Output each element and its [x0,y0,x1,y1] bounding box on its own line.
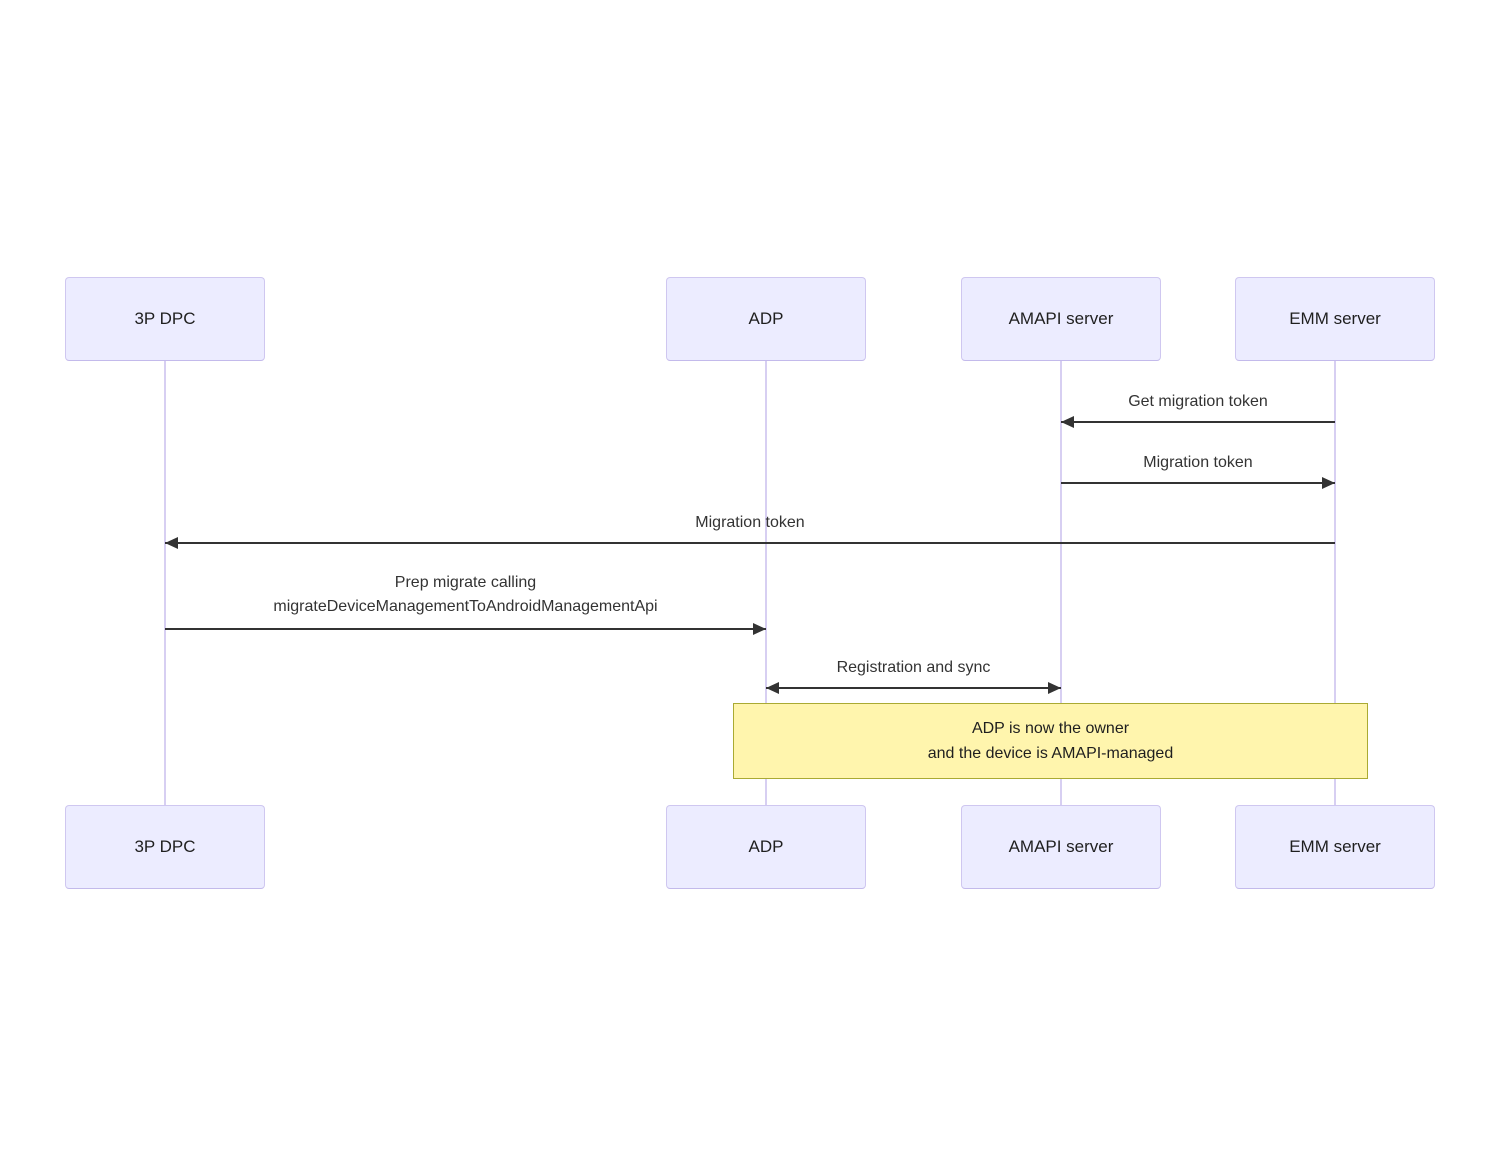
arrowhead-right-icon [753,623,766,635]
message-prep-migrate-label-line1: Prep migrate calling [394,574,537,591]
actor-label: AMAPI server [1008,837,1114,856]
actor-adp-bottom: ADP [666,805,866,889]
actor-emm-server-bottom: EMM server [1235,805,1435,889]
actor-adp-top: ADP [666,277,866,361]
arrowhead-left-icon [1061,416,1074,428]
lifeline-emm-server [1334,360,1336,806]
actor-label: 3P DPC [134,837,196,856]
arrowhead-right-icon [1322,477,1335,489]
actor-3p-dpc-bottom: 3P DPC [65,805,265,889]
actor-label: ADP [748,837,784,856]
message-get-migration-token-label: Get migration token [1128,393,1268,410]
actor-amapi-server-bottom: AMAPI server [961,805,1161,889]
actor-label: ADP [748,309,784,328]
message-migration-token-to-dpc-line [165,542,1335,544]
message-migration-token-to-dpc-label: Migration token [695,514,805,531]
message-registration-and-sync-label: Registration and sync [836,659,991,676]
arrowhead-left-icon [165,537,178,549]
actor-3p-dpc-top: 3P DPC [65,277,265,361]
note-line1: ADP is now the owner [971,720,1130,737]
note-line2: and the device is AMAPI-managed [927,745,1174,762]
actor-amapi-server-top: AMAPI server [961,277,1161,361]
arrowhead-right-icon [1048,682,1061,694]
actor-label: AMAPI server [1008,309,1114,328]
lifeline-3p-dpc [164,360,166,806]
actor-emm-server-top: EMM server [1235,277,1435,361]
message-prep-migrate-label-line2: migrateDeviceManagementToAndroidManageme… [273,598,658,615]
message-prep-migrate-line [165,628,766,630]
lifeline-amapi-server [1060,360,1062,806]
actor-label: 3P DPC [134,309,196,328]
actor-label: EMM server [1289,837,1381,856]
message-prep-migrate-label: Prep migrate calling migrateDeviceManage… [165,571,766,619]
actor-label: EMM server [1289,309,1381,328]
note-adp-owner: ADP is now the owner and the device is A… [733,703,1368,779]
message-get-migration-token-line [1061,421,1335,423]
message-migration-token-to-emm-line [1061,482,1335,484]
lifeline-adp [765,360,767,806]
message-migration-token-to-emm-label: Migration token [1143,454,1253,471]
message-registration-and-sync-line [766,687,1061,689]
arrowhead-left-icon [766,682,779,694]
